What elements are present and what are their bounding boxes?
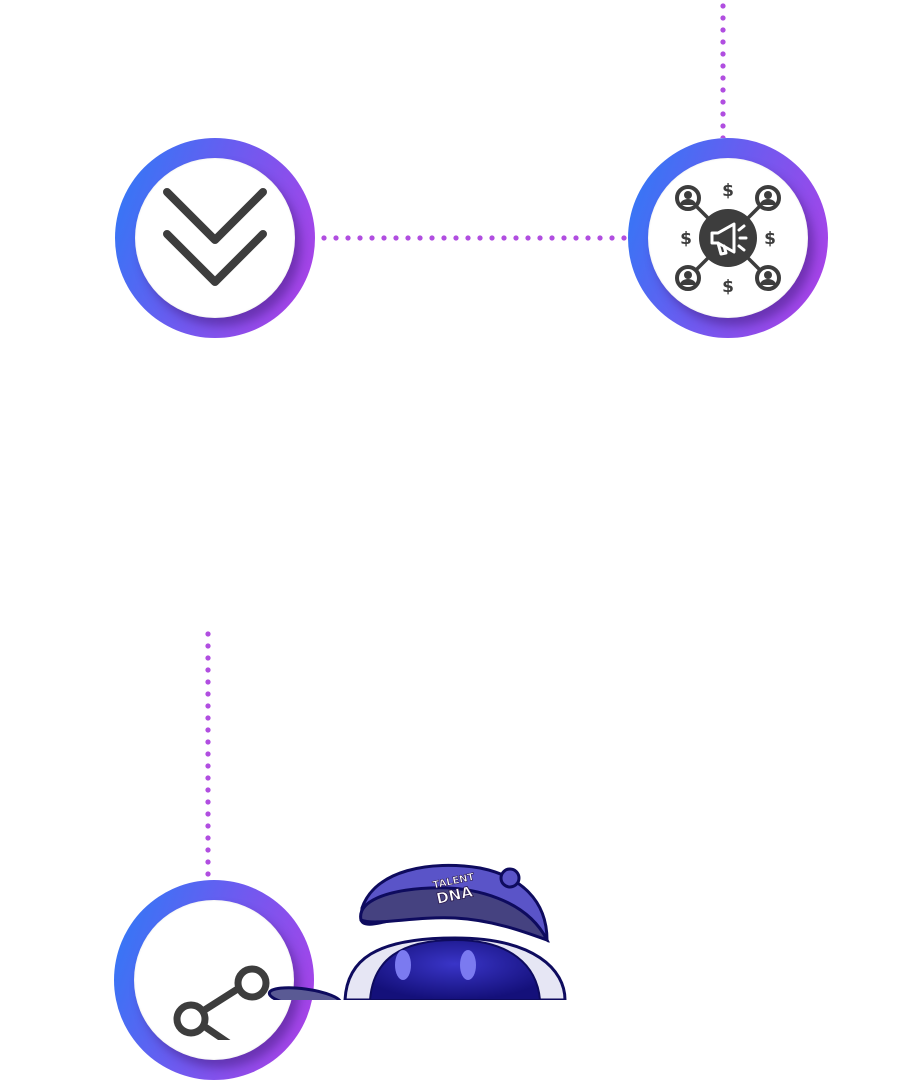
mascot-eye-right [460, 950, 476, 980]
connector-top-vertical [720, 0, 726, 138]
talent-dna-mascot: TALENT DNA [267, 863, 567, 1000]
double-chevron-down-icon [163, 188, 267, 286]
svg-text:$: $ [680, 229, 692, 249]
svg-text:$: $ [764, 229, 776, 249]
mascot-head [368, 938, 542, 1000]
connector-bottom-vertical [205, 628, 211, 880]
mascot-hand [267, 986, 343, 1000]
dollar-icon: $ $ $ $ [680, 181, 776, 297]
node-megaphone-network[interactable]: $ $ $ $ [628, 138, 828, 338]
share-icon [173, 965, 270, 1040]
svg-text:$: $ [722, 277, 734, 297]
megaphone-network-icon: $ $ $ $ [675, 181, 781, 297]
mascot-eye-left [395, 950, 411, 980]
megaphone-icon [710, 222, 748, 256]
node-double-chevron[interactable] [115, 138, 315, 338]
svg-text:$: $ [722, 181, 734, 201]
connector-horizontal [318, 235, 628, 241]
